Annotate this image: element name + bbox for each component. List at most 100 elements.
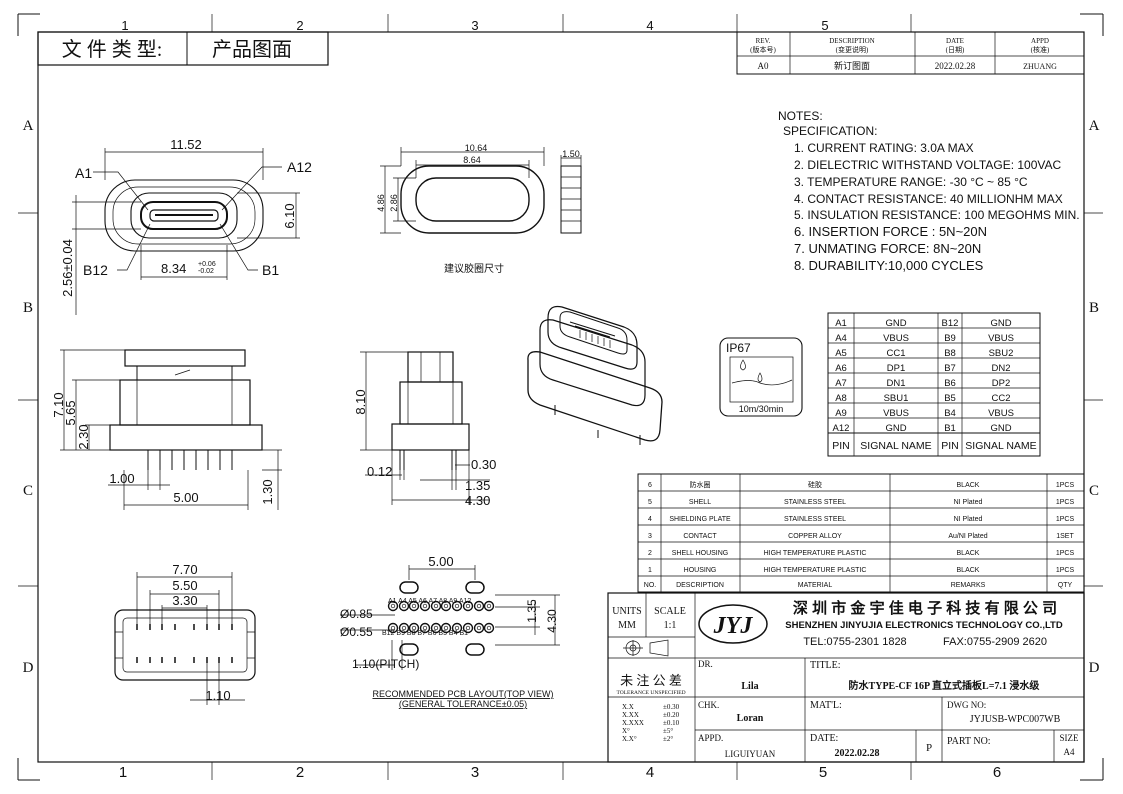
note-1: 1. CURRENT RATING: 3.0A MAX: [794, 141, 974, 155]
dim-front-inner: 8.34: [161, 261, 186, 276]
rev-date: 2022.02.28: [935, 61, 976, 71]
inner-frame: [37, 31, 1085, 763]
grid-col-5-bottom: 5: [819, 764, 827, 781]
label-a1: A1: [75, 165, 92, 181]
grid-col-3-bottom: 3: [471, 764, 479, 781]
pcb-pad: [473, 622, 485, 634]
title-block: UNITS MM SCALE 1:1 JYJ 深 圳 市 金 宇 佳 电 子 科…: [607, 592, 1085, 763]
pin-cell: DP2: [992, 378, 1010, 389]
bom-header-cell: QTY: [1058, 582, 1073, 589]
chk-label: CHK.: [698, 700, 719, 710]
pcb-pad: [462, 600, 474, 612]
pin-cell: B9: [944, 333, 956, 344]
pcb-layout: 5.00 Ø0.85 Ø0.55 1.35 4.30 1.10(PITCH) A…: [340, 554, 560, 709]
dim-bottom-550: 5.50: [172, 578, 197, 593]
note-6: 6. INSERTION FORCE : 5N~20N: [794, 224, 987, 239]
pcb-pad: [430, 622, 442, 634]
grid-col-6-bottom: 6: [993, 764, 1001, 781]
pin-cell: VBUS: [988, 333, 1014, 344]
bom-header-cell: DESCRIPTION: [676, 582, 724, 589]
bom-cell: 硅胶: [808, 480, 822, 489]
pcb-pad: [483, 600, 495, 612]
tol-value: ±2°: [663, 735, 673, 743]
dwg-value: JYJUSB-WPC007WB: [970, 714, 1061, 725]
grid-row-d-left: D: [23, 660, 34, 676]
pin-cell: SBU2: [989, 348, 1014, 359]
grid-col-3-top: 3: [471, 18, 478, 33]
pin-cell: A9: [835, 408, 847, 419]
projection-symbol-icon: [623, 639, 669, 657]
pcb-pitch: 1.10(PITCH): [352, 657, 419, 671]
bom-cell: BLACK: [957, 550, 980, 557]
date-label: DATE:: [810, 733, 838, 744]
bom-cell: 2: [648, 550, 652, 557]
pin-header-cell: SIGNAL NAME: [860, 440, 931, 452]
chk-value: Loran: [737, 713, 764, 724]
bom-cell: HOUSING: [684, 567, 717, 574]
pin-cell: A4: [835, 333, 847, 344]
grid-row-a-right: A: [1089, 118, 1100, 134]
units-label: UNITS: [612, 606, 641, 617]
bom-cell: 4: [648, 516, 652, 523]
tol-key: X°: [622, 727, 630, 735]
dim-pcb-500: 5.00: [428, 554, 453, 569]
svg-text:APPD: APPD: [1031, 37, 1049, 45]
label-b12: B12: [83, 262, 108, 278]
pcb-pad: [398, 600, 410, 612]
bom-cell: STAINLESS STEEL: [784, 516, 846, 523]
dim-end-030: 0.30: [471, 457, 496, 472]
pcb-pad: [473, 600, 485, 612]
pcb-pad: [483, 622, 495, 634]
bom-cell: 1PCS: [1056, 482, 1075, 489]
grid-col-4-top: 4: [646, 18, 653, 33]
dim-pcb-085: Ø0.85: [340, 607, 373, 621]
dim-end-810: 8.10: [353, 389, 368, 414]
pin-cell: CC2: [991, 393, 1010, 404]
bom-cell: 1PCS: [1056, 550, 1075, 557]
tol-key: X.X: [622, 703, 634, 711]
company-en: SHENZHEN JINYUJIA ELECTRONICS TECHNOLOGY…: [785, 620, 1063, 631]
svg-text:DATE: DATE: [946, 37, 964, 45]
notes-title: NOTES:: [778, 109, 823, 123]
svg-text:(变更说明): (变更说明): [836, 45, 869, 54]
ip67-badge: IP67 10m/30min: [719, 337, 803, 417]
dim-gasket-inner-h: 2.86: [389, 194, 399, 212]
dim-bottom-110: 1.10: [205, 688, 230, 703]
dim-pcb-430: 4.30: [545, 609, 559, 633]
tol-value: ±0.30: [663, 703, 680, 711]
bom-cell: 5: [648, 499, 652, 506]
grid-row-b-right: B: [1089, 300, 1099, 316]
rev-value: A0: [758, 61, 769, 71]
bom-cell: 3: [648, 533, 652, 540]
bom-cell: HIGH TEMPERATURE PLASTIC: [764, 567, 867, 574]
bom-cell: STAINLESS STEEL: [784, 499, 846, 506]
tolerance-rows: X.X±0.30X.XX±0.20X.XXX±0.10X°±5°X.X°±2°: [622, 703, 680, 743]
bom-header-cell: MATERIAL: [798, 582, 833, 589]
bom-cell: 1PCS: [1056, 516, 1075, 523]
part-label: PART NO:: [947, 736, 991, 747]
grid-row-c-right: C: [1089, 483, 1099, 499]
bom-cell: CONTACT: [683, 533, 717, 540]
pin-cell: B1: [944, 423, 956, 434]
bom-cell: NI Plated: [954, 516, 983, 523]
notes-spec: SPECIFICATION:: [783, 124, 877, 138]
pcb-pad: [408, 622, 420, 634]
pin-cell: A7: [835, 378, 847, 389]
size-value: A4: [1064, 747, 1075, 757]
pcb-pad: [387, 600, 399, 612]
pin-cell: VBUS: [988, 408, 1014, 419]
pcb-caption-2: (GENERAL TOLERANCE±0.05): [399, 699, 527, 709]
svg-text:REV.: REV.: [756, 37, 771, 45]
dr-value: Lila: [741, 681, 758, 692]
grid-col-2-bottom: 2: [296, 764, 304, 781]
dim-front-height: 6.10: [282, 203, 297, 228]
grid-col-4-bottom: 4: [646, 764, 654, 781]
revision-table: REV. (版本号) DESCRIPTION (变更说明) DATE (日期) …: [736, 31, 1085, 75]
dim-pcb-135: 1.35: [525, 599, 539, 623]
side-view: 7.10 5.65 2.30 1.00 5.00 1.30: [51, 349, 282, 510]
pcb-pad: [387, 622, 399, 634]
bottom-view: 7.70 5.50 3.30 1.10: [114, 562, 256, 705]
grid-col-1-top: 1: [121, 18, 128, 33]
pcb-pad: [451, 622, 463, 634]
label-a12: A12: [287, 159, 312, 175]
